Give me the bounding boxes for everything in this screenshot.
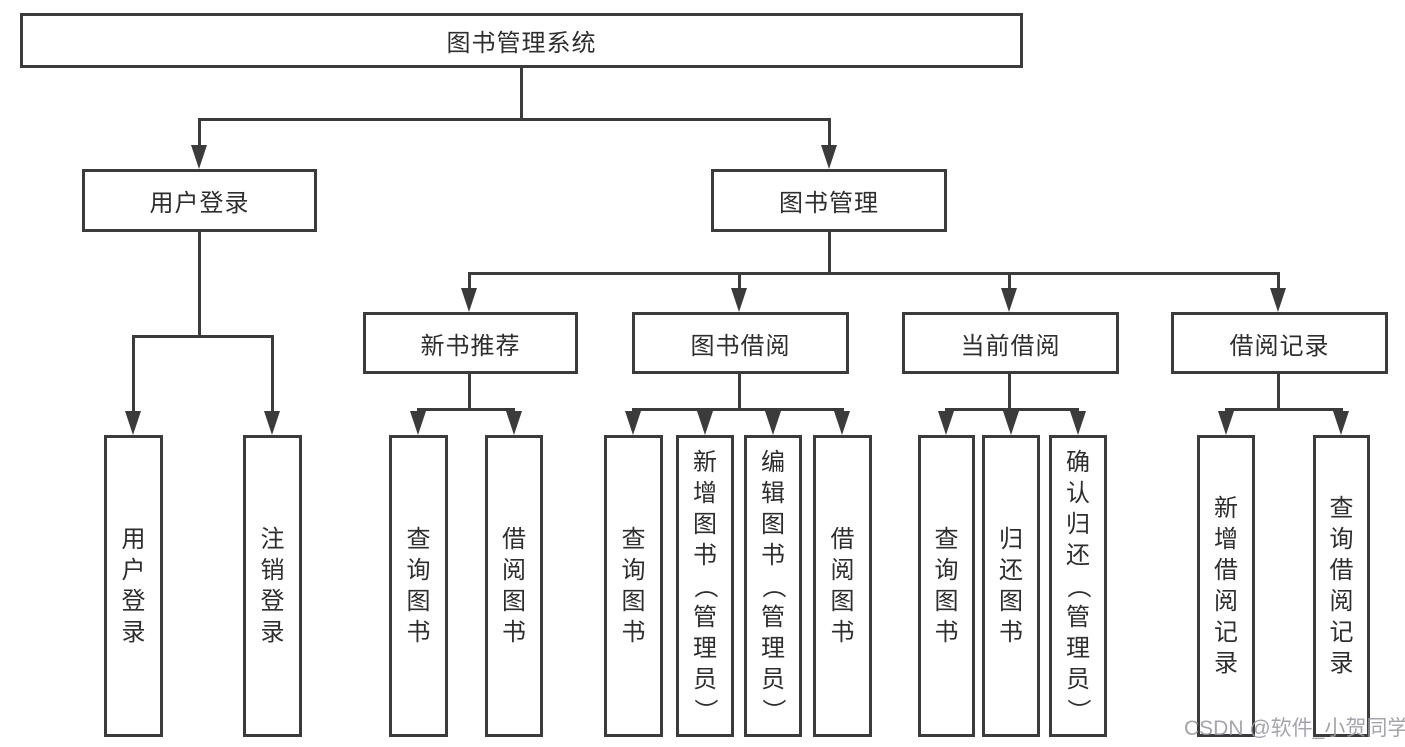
connector-line	[632, 408, 844, 411]
connector-line	[468, 272, 471, 294]
node-query-book-leaf: 查询图书	[918, 435, 975, 737]
connector-line	[1225, 408, 1342, 411]
arrow-down-icon	[1333, 411, 1349, 435]
node-current-borrow-label: 当前借阅	[960, 332, 1061, 360]
arrow-down-icon	[938, 411, 954, 435]
node-query-book-leaf-label: 查询图书	[406, 526, 431, 646]
node-query-book-leaf-label: 查询图书	[621, 526, 646, 646]
node-user-login-leaf: 用户登录	[104, 435, 163, 737]
node-book-borrow-label: 图书借阅	[690, 332, 791, 360]
arrow-down-icon	[625, 411, 641, 435]
connector-line	[1277, 272, 1280, 294]
node-book-management-label: 图书管理	[779, 190, 879, 217]
arrow-down-icon	[1001, 288, 1017, 312]
node-new-book-recommend: 新书推荐	[363, 312, 578, 374]
arrow-down-icon	[697, 411, 713, 435]
node-root: 图书管理系统	[20, 13, 1023, 68]
arrow-down-icon	[125, 411, 141, 435]
arrow-down-icon	[731, 288, 747, 312]
arrow-down-icon	[1270, 288, 1286, 312]
node-add-borrow-record-leaf: 新增借阅记录	[1197, 435, 1255, 737]
node-borrow-book-leaf-label: 借阅图书	[502, 526, 526, 646]
arrow-down-icon	[834, 411, 850, 435]
connector-line	[417, 408, 515, 411]
node-new-book-recommend-label: 新书推荐	[420, 332, 521, 360]
node-edit-book-admin-leaf: 编辑图书（管理员）	[744, 435, 802, 737]
node-confirm-return-admin-leaf: 确认归还（管理员）	[1049, 435, 1107, 737]
node-return-book-leaf: 归还图书	[982, 435, 1040, 737]
node-add-book-admin-leaf-label: 新增图书（管理员）	[691, 448, 719, 723]
connector-line	[1008, 374, 1011, 411]
csdn-watermark: CSDN @软件_小贺同学	[1184, 717, 1405, 740]
node-logout-leaf: 注销登录	[243, 435, 302, 737]
node-query-book-leaf-label: 查询图书	[934, 526, 959, 646]
node-user-login-leaf-label: 用户登录	[121, 526, 146, 646]
arrow-down-icon	[1003, 411, 1019, 435]
connector-line	[271, 335, 274, 415]
node-current-borrow: 当前借阅	[902, 312, 1119, 374]
arrow-down-icon	[506, 411, 522, 435]
node-borrow-records-label: 借阅记录	[1229, 332, 1330, 360]
node-borrow-book-leaf: 借阅图书	[813, 435, 872, 737]
connector-line	[468, 374, 471, 411]
arrow-down-icon	[410, 411, 426, 435]
connector-line	[469, 272, 1280, 275]
connector-line	[738, 272, 741, 294]
node-query-book-leaf: 查询图书	[389, 435, 448, 737]
node-root-label: 图书管理系统	[446, 30, 597, 57]
connector-line	[198, 118, 831, 121]
node-edit-book-admin-leaf-label: 编辑图书（管理员）	[759, 448, 787, 723]
node-user-login: 用户登录	[82, 169, 317, 232]
node-book-management: 图书管理	[711, 169, 947, 232]
node-borrow-book-leaf: 借阅图书	[485, 435, 543, 737]
node-add-borrow-record-leaf-label: 新增借阅记录	[1214, 495, 1238, 677]
arrow-down-icon	[1218, 411, 1234, 435]
node-confirm-return-admin-leaf-label: 确认归还（管理员）	[1064, 448, 1092, 723]
node-query-borrow-record-leaf-label: 查询借阅记录	[1329, 495, 1354, 677]
connector-line	[828, 118, 831, 148]
connector-line	[738, 374, 741, 411]
connector-line	[132, 335, 274, 338]
node-borrow-records: 借阅记录	[1171, 312, 1388, 374]
arrow-down-icon	[821, 145, 837, 169]
arrow-down-icon	[191, 145, 207, 169]
arrow-down-icon	[461, 288, 477, 312]
connector-line	[1008, 272, 1011, 294]
node-user-login-label: 用户登录	[149, 190, 250, 217]
connector-line	[198, 118, 201, 148]
connector-line	[198, 232, 201, 335]
node-borrow-book-leaf-label: 借阅图书	[830, 526, 855, 646]
connector-line	[945, 408, 1079, 411]
arrow-down-icon	[765, 411, 781, 435]
connector-line	[828, 232, 831, 272]
node-query-borrow-record-leaf: 查询借阅记录	[1313, 435, 1370, 737]
connector-line	[132, 335, 135, 415]
node-return-book-leaf-label: 归还图书	[999, 526, 1023, 646]
node-query-book-leaf: 查询图书	[604, 435, 663, 737]
connector-line	[1277, 374, 1280, 411]
arrow-down-icon	[1070, 411, 1086, 435]
node-add-book-admin-leaf: 新增图书（管理员）	[676, 435, 734, 737]
node-book-borrow: 图书借阅	[632, 312, 849, 374]
connector-line	[520, 68, 523, 118]
node-logout-leaf-label: 注销登录	[260, 526, 285, 646]
arrow-down-icon	[264, 411, 280, 435]
